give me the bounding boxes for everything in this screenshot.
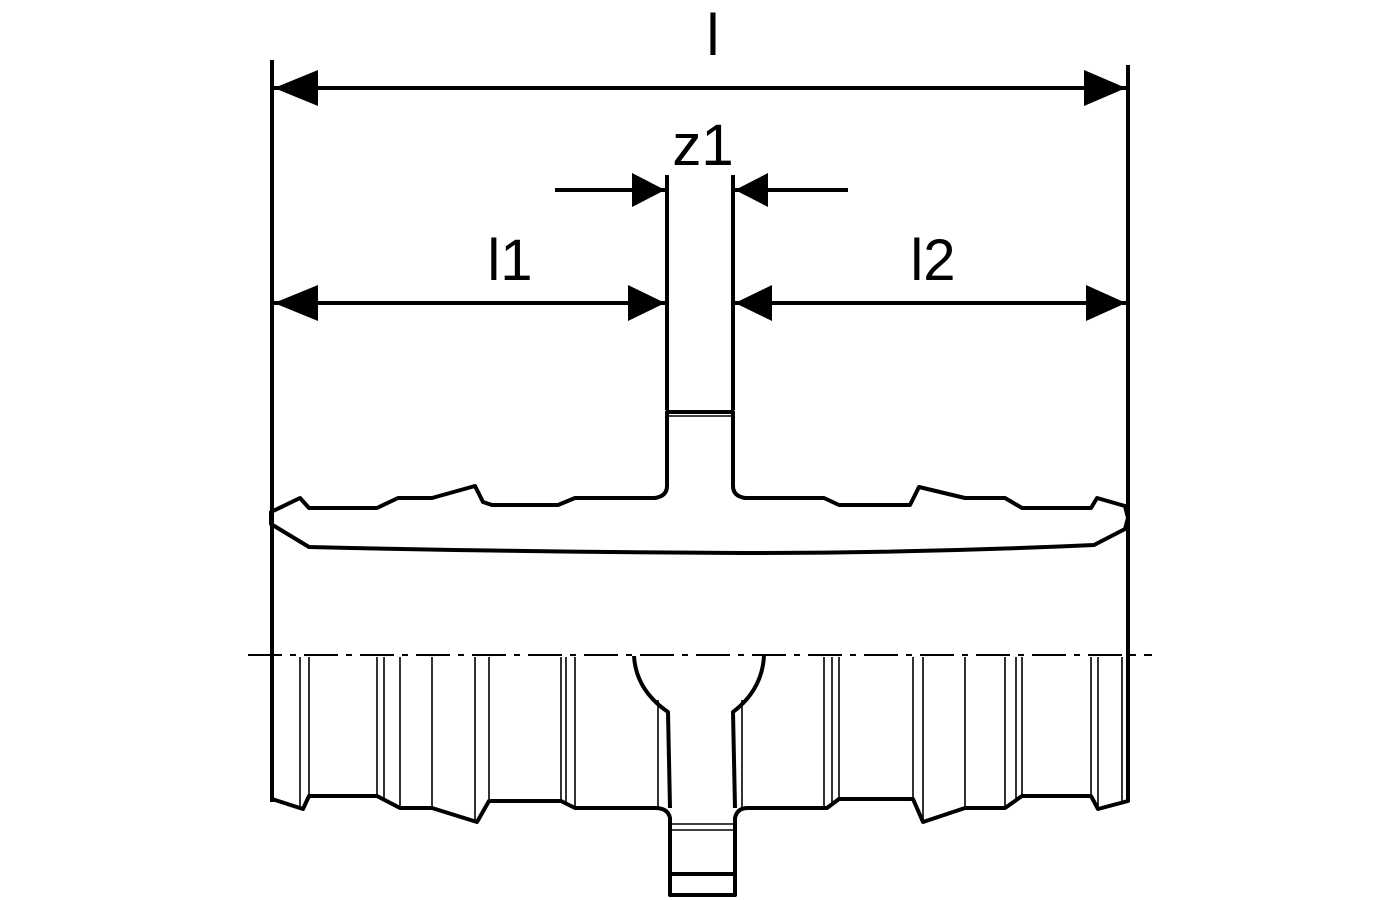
dimension-l1: l1: [274, 228, 665, 321]
dimension-z1: z1: [555, 113, 848, 410]
hatched-section: [269, 410, 1130, 555]
dimension-label-l2: l2: [910, 228, 955, 293]
dimension-l2: l2: [735, 228, 1126, 321]
groove-lines: [299, 657, 1123, 822]
dimension-label-z1: z1: [672, 113, 733, 178]
dimension-label-l: l: [707, 3, 720, 68]
outer-profile: [270, 655, 1130, 897]
dimension-l: l: [274, 3, 1126, 106]
dimension-label-l1: l1: [487, 228, 532, 293]
branch-neck: [632, 655, 766, 809]
